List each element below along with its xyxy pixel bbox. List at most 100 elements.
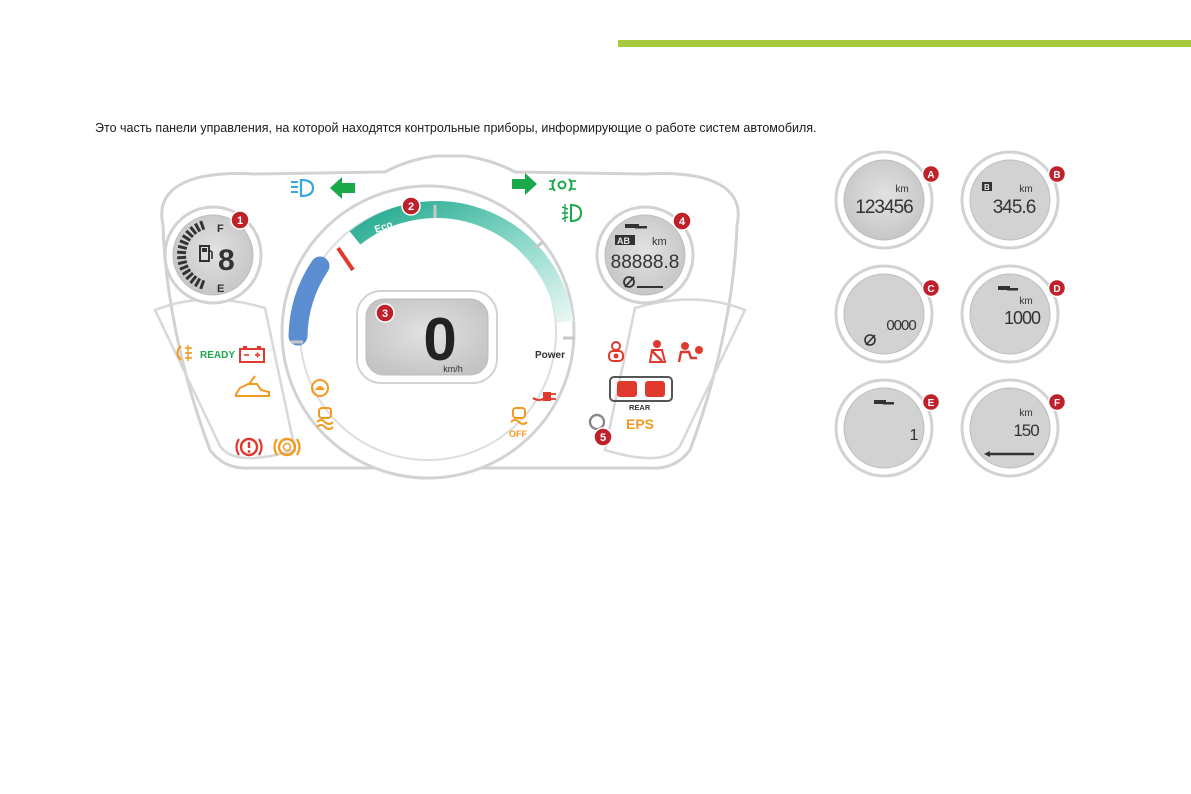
callout-4: 4 (672, 211, 692, 231)
battery-charge-icon (239, 346, 265, 363)
left-panel (153, 298, 297, 460)
front-fog-icon (561, 203, 583, 223)
fuel-level-ticks (176, 220, 206, 290)
plug-icon (532, 392, 556, 401)
power-label: Power (535, 350, 565, 361)
trip-digits: 88888.8 (611, 252, 680, 273)
fuel-level-tick (177, 260, 188, 266)
headlight-icon (291, 178, 315, 198)
detail-c-label: C (927, 284, 934, 295)
svg-text:3: 3 (382, 308, 388, 320)
fuel-pump-icon (199, 245, 213, 262)
eco-arc (349, 201, 574, 324)
svg-text:2: 2 (408, 201, 414, 213)
detail-b-value: 345.6 (993, 197, 1036, 218)
stability-control-icon (316, 407, 334, 430)
turn-right-icon (512, 173, 537, 195)
fuel-level-tick (181, 268, 192, 276)
fuel-level-tick (179, 239, 189, 246)
reset-button-icon[interactable] (588, 413, 606, 431)
fuel-digit: 8 (218, 244, 235, 277)
ready-label: READY (200, 350, 235, 361)
trip-unit: km (652, 236, 667, 248)
svg-text:4: 4 (679, 216, 686, 228)
callout-3: 3 (375, 303, 395, 323)
fuel-level-tick (177, 244, 188, 250)
svg-text:1: 1 (237, 215, 243, 227)
fuel-level-tick (194, 222, 202, 233)
fuel-level-tick (185, 271, 194, 281)
fuel-level-tick (179, 264, 189, 271)
door-open-icon (235, 375, 270, 397)
airbag-icon (677, 342, 703, 363)
fuel-empty-label: E (217, 283, 224, 295)
detail-display-c: 0000 C (834, 264, 941, 364)
trip-ab-box (615, 235, 635, 245)
charge-arc (288, 256, 330, 346)
detail-e-label: E (928, 398, 935, 409)
rear-seatbelt-icon (617, 381, 637, 397)
stability-off-label: OFF (509, 429, 527, 439)
detail-display-e: 1 E (834, 378, 941, 478)
trip-reset-icon (864, 334, 876, 346)
abs-icon (273, 437, 301, 457)
callout-5: 5 (593, 427, 613, 447)
detail-display-b: B km 345.6 B (960, 150, 1067, 250)
fuel-level-tick (189, 225, 198, 235)
detail-d-label: D (1053, 284, 1060, 295)
detail-a-value: 123456 (855, 197, 913, 218)
fuel-level-tick (176, 255, 187, 260)
turn-left-icon (330, 177, 355, 199)
rear-fog-icon (176, 345, 192, 361)
fuel-full-label: F (217, 223, 224, 235)
trip-ab-label: AB (617, 236, 630, 246)
instrument-cluster: F E 8 Charge Eco Power 0 km/h AB km 8888… (153, 154, 747, 480)
detail-display-f: km 150 F (960, 378, 1067, 478)
fuel-level-tick (181, 234, 192, 242)
detail-d-value: 1000 (1004, 308, 1041, 328)
stability-off-icon (510, 407, 528, 425)
mid-tick (534, 240, 544, 250)
seatbelt-icon (648, 340, 667, 363)
range-bar-icon (984, 451, 1034, 457)
brake-warning-icon (235, 437, 263, 457)
service-wrench-icon (625, 224, 647, 229)
detail-f-label: F (1054, 398, 1060, 409)
speed-unit: km/h (443, 364, 463, 374)
detail-f-unit: km (1019, 408, 1032, 419)
detail-display-d: km 1000 D (960, 264, 1067, 364)
rear-seatbelt-icon (645, 381, 665, 397)
detail-b-unit: km (1019, 184, 1032, 195)
service-wrench-icon (998, 286, 1018, 291)
eco-mode-icon (311, 379, 329, 397)
detail-d-unit: km (1019, 296, 1032, 307)
detail-a-unit: km (895, 184, 908, 195)
detail-b-label: B (1053, 170, 1060, 181)
detail-b-marker: B (984, 183, 990, 192)
detail-a-label: A (927, 170, 934, 181)
fuel-level-tick (189, 275, 198, 285)
side-lights-icon (549, 178, 576, 192)
fuel-level-tick (194, 277, 202, 288)
detail-e-value: 1 (910, 427, 919, 444)
rear-label: REAR (629, 403, 651, 412)
fuel-level-tick (199, 220, 206, 231)
callout-2: 2 (401, 196, 421, 216)
trip-reset-icon (623, 276, 663, 288)
speed-lcd (365, 298, 489, 376)
eps-label: EPS (626, 416, 654, 432)
fuel-level-tick (185, 229, 194, 239)
header-accent-bar (618, 40, 1191, 47)
detail-display-a: km 123456 A (834, 150, 941, 250)
intro-text: Это часть панели управления, на которой … (95, 121, 817, 135)
service-wrench-icon (874, 400, 894, 405)
fuel-level-tick (199, 279, 206, 290)
passenger-airbag-icon (608, 341, 624, 362)
regen-marker (336, 246, 355, 272)
callout-1: 1 (230, 210, 250, 230)
rear-seatbelt-panel (609, 376, 673, 402)
svg-text:5: 5 (600, 432, 606, 444)
right-panel (603, 298, 747, 460)
detail-f-value: 150 (1013, 421, 1039, 440)
detail-c-value: 0000 (886, 317, 916, 334)
